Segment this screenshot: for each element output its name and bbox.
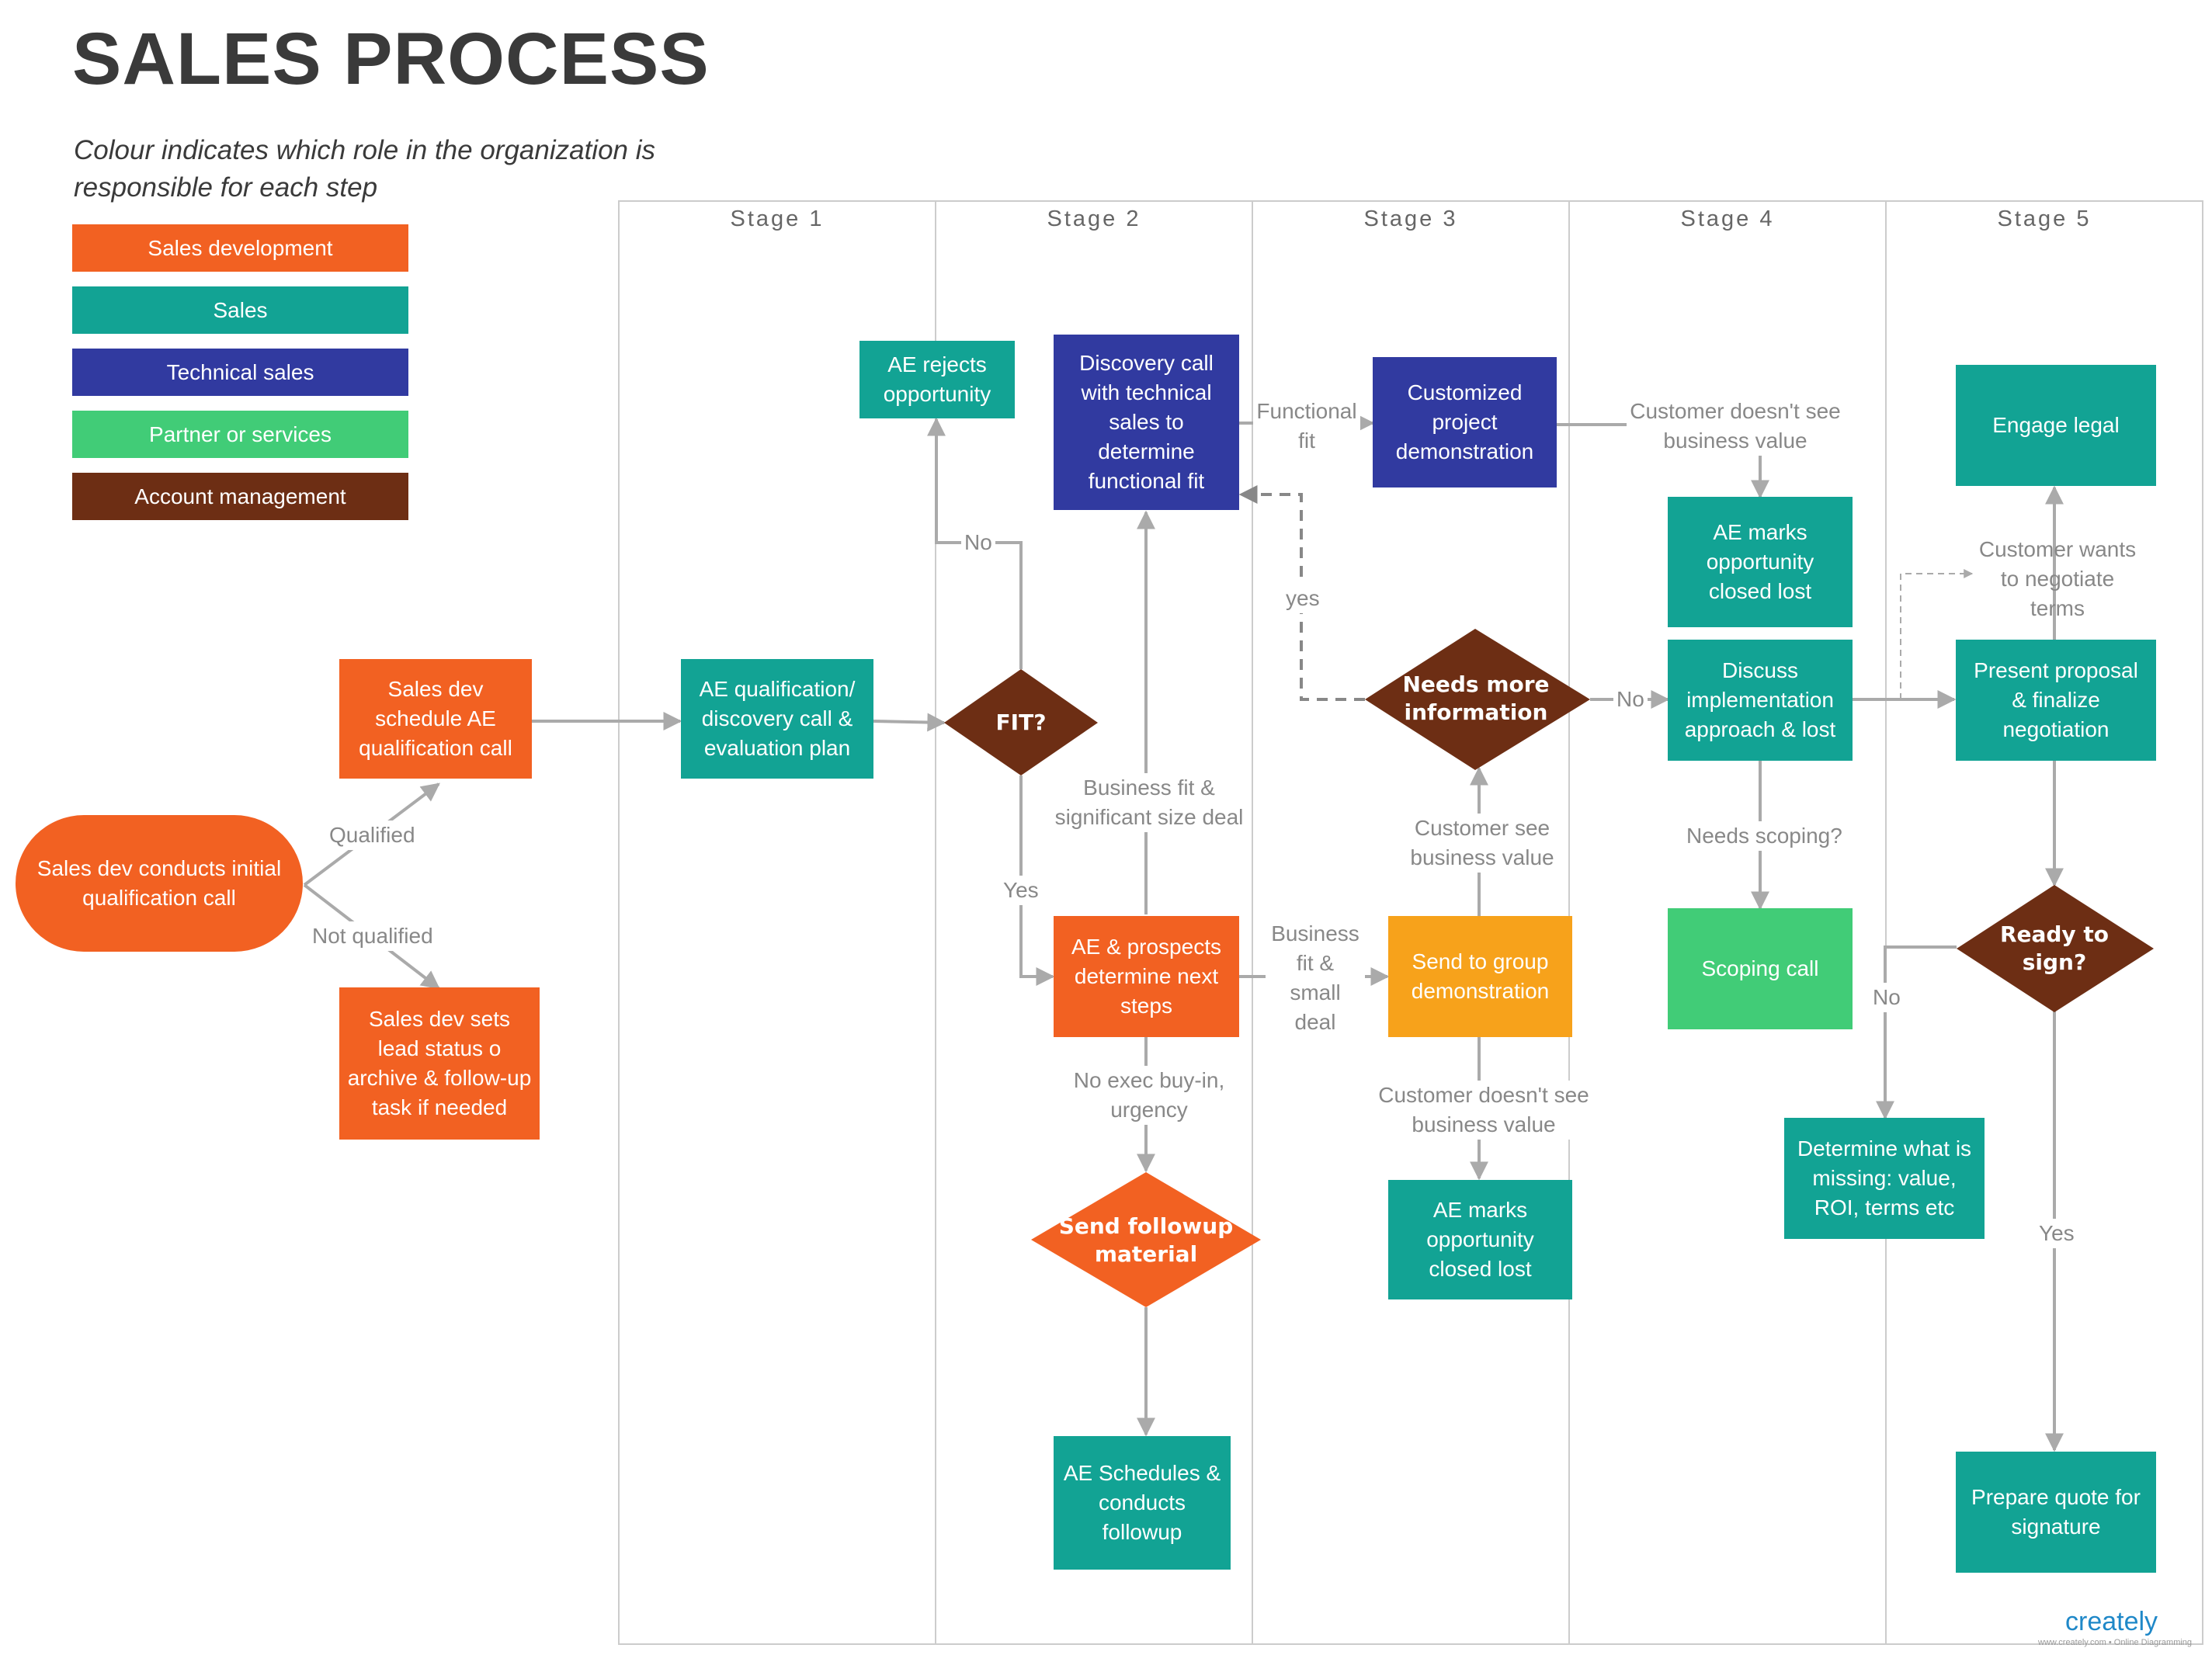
edge-label-not-qualified: Not qualified [309, 921, 436, 951]
edge-label-fit-no: No [961, 528, 995, 557]
edge-label-needs-info-no: No [1613, 685, 1648, 714]
node-engage-legal: Engage legal [1956, 365, 2156, 486]
node-discovery-technical: Discovery call with technical sales to d… [1054, 335, 1239, 510]
legend-account-management: Account management [72, 473, 408, 520]
edge-negotiate-dashed [1900, 569, 1974, 699]
edge-fit-yes [1019, 775, 1055, 986]
stage-3-header: Stage 3 [1363, 206, 1458, 231]
diamond-send-followup-label: Send followup material [1058, 1213, 1234, 1267]
diamond-ready-to-sign-label: Ready to sign? [1999, 921, 2110, 975]
node-group-demo: Send to group demonstration [1388, 916, 1572, 1037]
shape-fit-diamond [944, 669, 1098, 775]
node-determine-missing: Determine what is missing: value, ROI, t… [1784, 1118, 1985, 1239]
node-scoping-call: Scoping call [1668, 908, 1853, 1029]
page-subtitle: Colour indicates which role in the organ… [74, 135, 656, 203]
diamond-fit-label: FIT? [995, 710, 1047, 735]
node-ae-rejects: AE rejects opportunity [859, 341, 1015, 418]
legend-technical-sales: Technical sales [72, 349, 408, 396]
stage-2-header: Stage 2 [1047, 206, 1141, 231]
edge-label-ready-yes: Yes [2036, 1219, 2078, 1248]
edge-label-no-exec: No exec buy-in, urgency [1062, 1066, 1236, 1125]
node-ae-qualification: AE qualification/ discovery call & evalu… [681, 659, 873, 779]
edge-label-ready-no: No [1870, 983, 1904, 1012]
edge-qualification-to-fit [873, 713, 946, 732]
node-discuss-implementation: Discuss implementation approach & lost [1668, 640, 1853, 761]
legend-partner-services: Partner or services [72, 411, 408, 458]
creately-tagline: www.creately.com • Online Diagramming [2038, 1638, 2193, 1647]
legend-sales: Sales [72, 286, 408, 334]
stage-4-header: Stage 4 [1680, 206, 1775, 231]
node-initial-qualification-call: Sales dev conducts initial qualification… [16, 815, 303, 952]
node-sets-lead-status: Sales dev sets lead status o archive & f… [339, 987, 540, 1140]
edge-needs-info-yes [1238, 485, 1365, 701]
node-schedule-ae-call: Sales dev schedule AE qualification call [339, 659, 532, 779]
edge-label-needs-scoping: Needs scoping? [1683, 821, 1846, 851]
edge-ready-no [1876, 945, 1957, 1120]
shape-needs-info-diamond [1365, 629, 1590, 770]
node-ae-schedules-followup: AE Schedules & conducts followup [1054, 1436, 1231, 1570]
shape-send-followup-diamond [1031, 1172, 1261, 1307]
node-prepare-quote: Prepare quote for signature [1956, 1452, 2156, 1573]
edge-label-business-fit-significant: Business fit & significant size deal [1050, 773, 1248, 832]
node-present-proposal: Present proposal & finalize negotiation [1956, 640, 2156, 761]
edge-label-customer-sees-value: Customer see business value [1398, 814, 1567, 873]
edge-label-functional-fit: Functional fit [1253, 397, 1360, 456]
shape-ready-to-sign-diamond [1957, 885, 2154, 1012]
page-title: SALES PROCESS [72, 18, 710, 100]
node-customized-demo: Customized project demonstration [1373, 357, 1557, 487]
creately-logo: creately [2065, 1607, 2158, 1636]
edge-label-qualified: Qualified [326, 821, 418, 850]
diamond-needs-info-label: Needs more information [1402, 671, 1550, 725]
edge-label-yes-info: yes [1283, 584, 1323, 613]
node-ae-closed-lost-stage4: AE marks opportunity closed lost [1668, 497, 1853, 627]
node-ae-closed-lost-stage3: AE marks opportunity closed lost [1388, 1180, 1572, 1299]
legend-sales-development: Sales development [72, 224, 408, 272]
node-ae-prospects: AE & prospects determine next steps [1054, 916, 1239, 1037]
edge-label-fit-yes: Yes [1000, 876, 1042, 905]
edge-label-business-fit-small: Business fit & small deal [1266, 919, 1365, 1037]
edge-label-customer-not-value-stage3: Customer doesn't see business value [1374, 1081, 1593, 1140]
stage-1-header: Stage 1 [730, 206, 825, 231]
edge-label-customer-negotiate: Customer wants to negotiate terms [1978, 537, 2137, 620]
stage-5-header: Stage 5 [1997, 206, 2092, 231]
edge-label-customer-not-value-stage4: Customer doesn't see business value [1627, 397, 1844, 456]
